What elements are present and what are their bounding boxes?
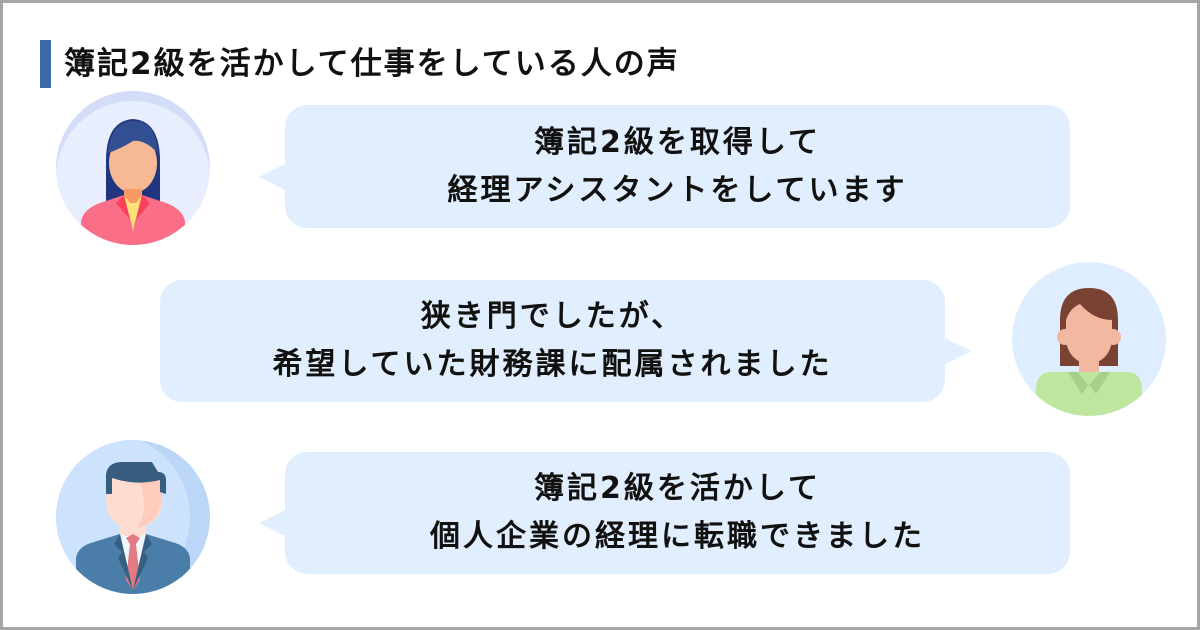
man-suit-avatar-icon	[56, 440, 210, 594]
testimonial-line: 簿記2級を取得して	[534, 124, 821, 160]
testimonial-line: 個人企業の経理に転職できました	[430, 519, 925, 554]
testimonial-line: 経理アシスタントをしています	[447, 172, 908, 208]
testimonial-line: 狭き門でしたが、	[420, 299, 685, 334]
woman-suit-avatar-icon	[56, 91, 210, 245]
testimonial-bubble: 簿記2級を活かして 個人企業の経理に転職できました	[259, 452, 1070, 574]
testimonial-line: 希望していた財務課に配属されました	[272, 347, 833, 382]
testimonial-line: 簿記2級を活かして	[534, 471, 821, 506]
testimonial-bubble: 簿記2級を取得して 経理アシスタントをしています	[259, 105, 1070, 228]
testimonial-bubble: 狭き門でしたが、 希望していた財務課に配属されました	[160, 280, 971, 402]
title-accent-bar	[40, 40, 51, 88]
woman-green-shirt-avatar-icon	[1012, 262, 1166, 416]
page-title: 簿記2級を活かして仕事をしている人の声	[64, 46, 680, 82]
